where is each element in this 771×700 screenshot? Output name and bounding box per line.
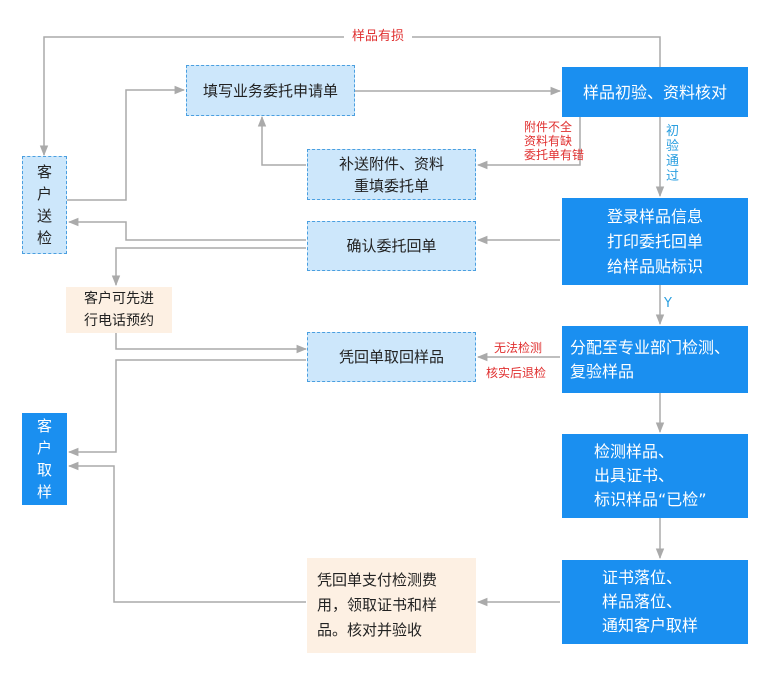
node-resend: 补送附件、资料 重填委托单 — [307, 149, 476, 200]
node-confirm-receipt-text: 确认委托回单 — [346, 237, 437, 255]
node-client-send-text: 客 户 送 检 — [36, 163, 52, 247]
node-cert-place: 证书落位、 样品落位、 通知客户取样 — [562, 560, 748, 644]
node-test: 检测样品、 出具证书、 标识样品“已检” — [562, 434, 748, 518]
node-initial-check-text: 样品初验、资料核对 — [582, 82, 727, 102]
arrow-send-to-form — [67, 85, 186, 201]
arrow-retrieve-to-pickup — [67, 359, 306, 457]
label-yes: Y — [664, 296, 672, 311]
node-register: 登录样品信息 打印委托回单 给样品贴标识 — [562, 198, 748, 285]
arrow-confirm-to-phone — [111, 247, 306, 287]
node-assign-text: 分配至专业部门检测、 复验样品 — [570, 337, 731, 381]
arrow-phone-to-retrieve — [115, 333, 308, 354]
node-client-pickup: 客 户 取 样 — [22, 413, 67, 505]
node-receipt-retrieve: 凭回单取回样品 — [307, 332, 476, 382]
node-fill-form-text: 填写业务委托申请单 — [202, 81, 338, 100]
node-client-pickup-text: 客 户 取 样 — [36, 417, 52, 501]
arrow-confirm-to-client — [67, 217, 306, 241]
node-fill-form: 填写业务委托申请单 — [186, 65, 355, 116]
node-initial-check: 样品初验、资料核对 — [562, 67, 748, 117]
node-register-text: 登录样品信息 打印委托回单 给样品贴标识 — [606, 207, 703, 276]
label-damaged: 样品有损 — [344, 30, 413, 44]
node-client-send: 客 户 送 检 — [22, 156, 67, 254]
arrow-pay-to-pickup — [67, 461, 306, 603]
node-cert-place-text: 证书落位、 样品落位、 通知客户取样 — [602, 568, 699, 635]
node-confirm-receipt: 确认委托回单 — [307, 221, 476, 271]
node-phone-booking: 客户可先进 行电话预约 — [66, 287, 172, 333]
label-incomplete: 附件不全 资料有缺 委托单有错 — [524, 120, 585, 162]
node-resend-text: 补送附件、资料 重填委托单 — [338, 154, 444, 195]
node-pay-collect-text: 凭回单支付检测费 用，领取证书和样 品。核对并验收 — [317, 571, 438, 639]
node-pay-collect: 凭回单支付检测费 用，领取证书和样 品。核对并验收 — [307, 558, 476, 653]
node-phone-booking-text: 客户可先进 行电话预约 — [84, 291, 154, 329]
label-untestable: 无法检测 — [494, 341, 543, 355]
node-receipt-retrieve-text: 凭回单取回样品 — [338, 348, 444, 366]
arrow-resend-to-form — [257, 115, 306, 166]
arrow-incomplete — [476, 117, 581, 170]
label-passed: 初 验 通 过 — [666, 124, 680, 184]
node-assign: 分配至专业部门检测、 复验样品 — [562, 326, 748, 393]
label-return-after-check: 核实后退检 — [486, 366, 547, 380]
node-test-text: 检测样品、 出具证书、 标识样品“已检” — [594, 442, 707, 509]
